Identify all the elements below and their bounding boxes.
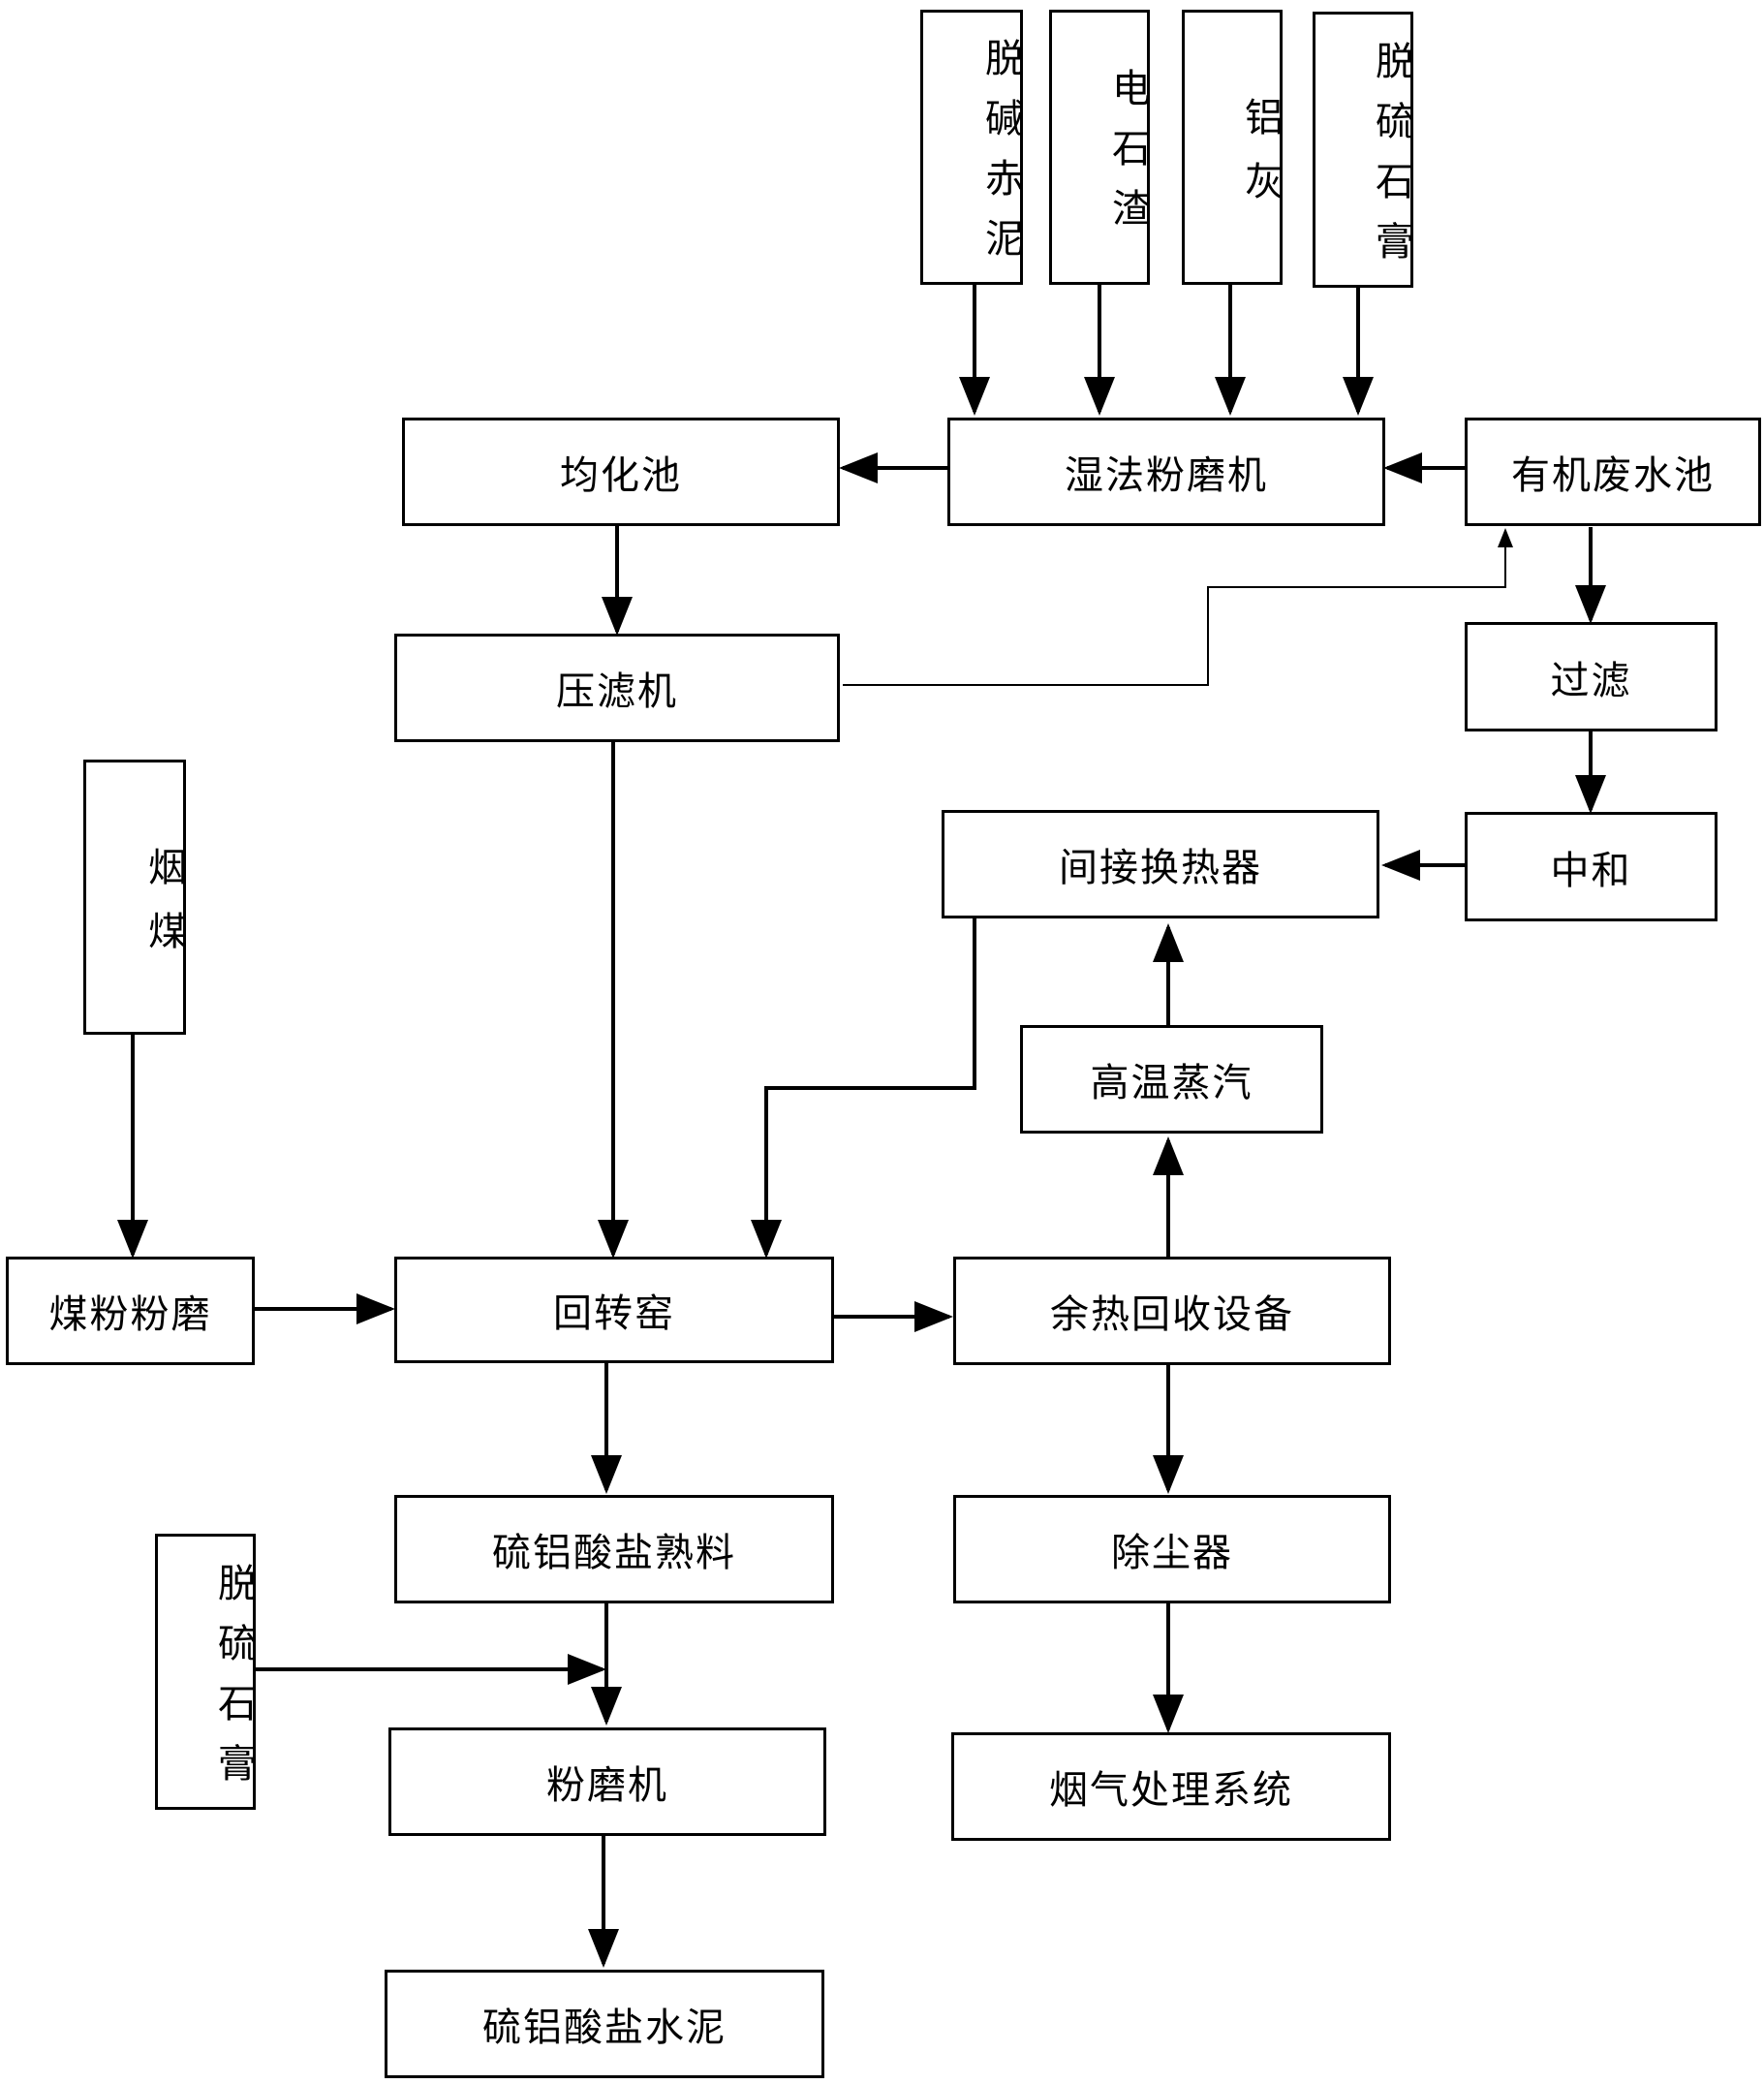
node-dust-collector: 除尘器 — [953, 1495, 1391, 1603]
node-indirect-heat-exchanger: 间接换热器 — [942, 810, 1379, 918]
node-coal-mill: 煤粉粉磨 — [6, 1257, 255, 1365]
arrow-filtrate-to-wastewater-tank — [843, 528, 1513, 686]
node-bituminous-coal: 烟煤 — [83, 760, 186, 1035]
node-grinding-mill: 粉磨机 — [388, 1727, 826, 1836]
node-carbide-slag: 电石渣 — [1049, 10, 1150, 285]
node-homogenizing-tank: 均化池 — [402, 418, 840, 526]
node-neutralization: 中和 — [1465, 812, 1718, 921]
node-rotary-kiln: 回转窑 — [394, 1257, 834, 1363]
node-high-temp-steam: 高温蒸汽 — [1020, 1025, 1323, 1134]
node-sulfoaluminate-cement: 硫铝酸盐水泥 — [385, 1970, 824, 2078]
node-sulfoaluminate-clinker: 硫铝酸盐熟料 — [394, 1495, 834, 1603]
arrow-heat-exchanger-to-rotary-kiln — [751, 918, 976, 1259]
node-waste-heat-recovery: 余热回收设备 — [953, 1257, 1391, 1365]
node-gypsum-top: 脱硫石膏 — [1313, 12, 1413, 288]
node-red-mud: 脱碱赤泥 — [920, 10, 1023, 285]
node-filtration: 过滤 — [1465, 622, 1718, 731]
node-aluminum-ash: 铝灰 — [1182, 10, 1283, 285]
node-flue-gas-treatment: 烟气处理系统 — [951, 1732, 1391, 1841]
node-gypsum-bottom: 脱硫石膏 — [155, 1534, 256, 1810]
node-filter-press: 压滤机 — [394, 634, 840, 742]
node-organic-wastewater-tank: 有机废水池 — [1465, 418, 1761, 526]
node-wet-mill: 湿法粉磨机 — [947, 418, 1385, 526]
